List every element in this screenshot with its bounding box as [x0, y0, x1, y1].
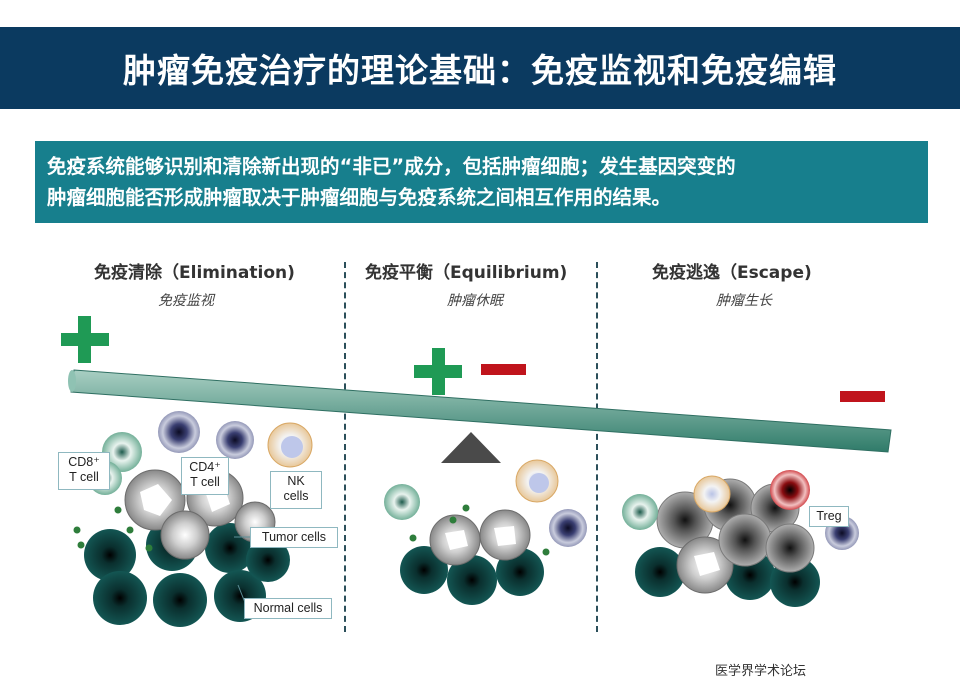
elimination-cells	[73, 411, 313, 627]
normal-cells-label: Normal cells	[244, 598, 332, 619]
intro-box: 免疫系统能够识别和清除新出现的“非已”成分，包括肿瘤细胞；发生基因突变的 肿瘤细…	[35, 141, 928, 223]
equilibrium-cells	[384, 459, 587, 605]
tumor-cells-label: Tumor cells	[250, 527, 338, 548]
nk-cells-label: NK cells	[270, 471, 322, 509]
escape-cells	[622, 470, 859, 607]
title-band: 肿瘤免疫治疗的理论基础：免疫监视和免疫编辑	[0, 27, 960, 109]
treg-label: Treg	[809, 506, 849, 527]
header: 肿瘤免疫治疗的理论基础：免疫监视和免疫编辑	[0, 0, 960, 110]
page-title: 肿瘤免疫治疗的理论基础：免疫监视和免疫编辑	[123, 51, 837, 90]
stage-title-elimination: 免疫清除（Elimination)	[94, 263, 295, 283]
cd8-t-cell-label: CD8⁺ T cell	[58, 452, 110, 490]
plus-icon	[414, 348, 462, 395]
minus-icon	[481, 364, 526, 375]
cd4-t-cell-label: CD4⁺ T cell	[181, 457, 229, 495]
minus-icon	[840, 391, 885, 402]
balance-beam	[68, 369, 892, 453]
intro-line-2: 肿瘤细胞能否形成肿瘤取决于肿瘤细胞与免疫系统之间相互作用的结果。	[47, 186, 672, 209]
stage-title-equilibrium: 免疫平衡（Equilibrium)	[365, 263, 568, 283]
stage-divider-2	[596, 262, 598, 632]
stage-title-escape: 免疫逃逸（Escape)	[652, 263, 812, 283]
plus-icon	[61, 316, 109, 363]
stage-subtitle-equilibrium: 肿瘤休眠	[447, 293, 503, 309]
stage-subtitle-elimination: 免疫监视	[158, 293, 214, 309]
fulcrum-triangle-icon	[441, 432, 501, 463]
stage-divider-1	[344, 262, 346, 632]
intro-line-1: 免疫系统能够识别和清除新出现的“非已”成分，包括肿瘤细胞；发生基因突变的	[47, 155, 736, 178]
stage-subtitle-escape: 肿瘤生长	[716, 293, 772, 309]
